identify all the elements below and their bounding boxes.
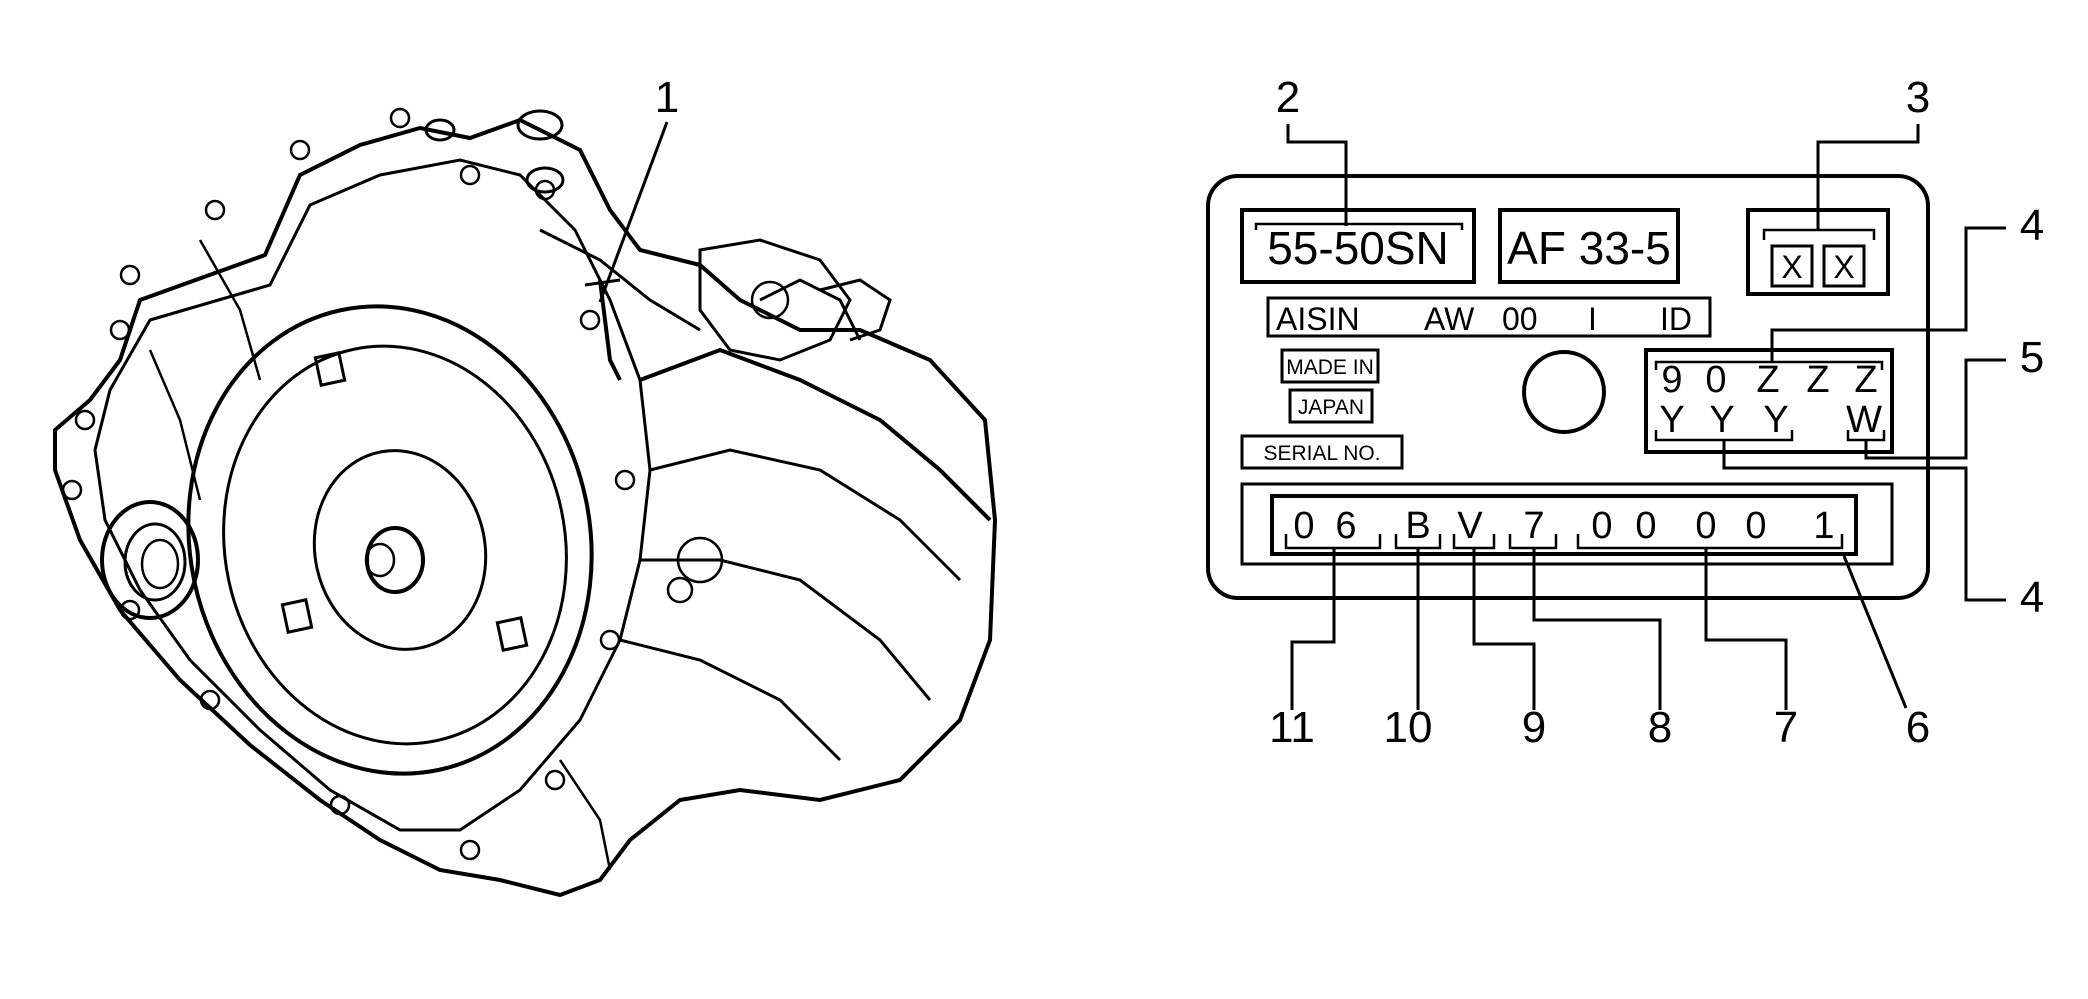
maker-line-box: [1266, 296, 1712, 338]
x2-text: X: [1833, 249, 1854, 285]
type-text: AF 33-5: [1507, 222, 1671, 274]
callout-4a-label: 4: [2020, 201, 2044, 250]
i-text: I: [1588, 301, 1597, 337]
x1-box: [1770, 244, 1814, 288]
code-box: [1644, 348, 1894, 454]
serial-inner-box: [1270, 494, 1858, 556]
callout-1-label: 1: [655, 73, 679, 122]
serial-d6: 0: [1591, 505, 1612, 547]
serial-d7: 0: [1635, 505, 1656, 547]
made-in-text: MADE IN: [1286, 356, 1374, 379]
serial-d3: B: [1405, 505, 1430, 547]
id-text: ID: [1660, 301, 1692, 337]
plate-outline: [1206, 174, 1930, 600]
code-r1-c1: 9: [1661, 359, 1682, 401]
serial-d8: 0: [1695, 505, 1716, 547]
code-r1-c5: Z: [1854, 359, 1877, 401]
callout-8-label: 8: [1648, 703, 1672, 752]
serial-d10: 1: [1813, 505, 1834, 547]
model-box: [1240, 208, 1476, 284]
transmission-illustration: [53, 107, 998, 898]
serial-label-box: [1240, 434, 1404, 470]
serial-d5: 7: [1523, 505, 1544, 547]
oo-text: 00: [1502, 301, 1538, 337]
serial-d9: 0: [1745, 505, 1766, 547]
code-r1-c2: 0: [1705, 359, 1726, 401]
callout-1: 1: [598, 73, 679, 303]
serial-label-text: SERIAL NO.: [1263, 442, 1380, 465]
code-r1-c3: Z: [1756, 359, 1779, 401]
code-r1-c4: Z: [1806, 359, 1829, 401]
serial-d2: 6: [1335, 505, 1356, 547]
serial-outer-box: [1240, 482, 1894, 566]
callout-7-label: 7: [1774, 703, 1798, 752]
japan-box: [1288, 388, 1374, 424]
code-r2-c1: Y: [1659, 399, 1684, 441]
callout-3-label: 3: [1906, 73, 1930, 122]
code-r2-c2: Y: [1709, 399, 1734, 441]
flange-bolt-holes: [61, 107, 636, 861]
plate-emblem: [1522, 350, 1606, 434]
model-text: 55-50SN: [1267, 222, 1449, 274]
callout-5-label: 5: [2020, 333, 2044, 382]
x1-text: X: [1781, 249, 1802, 285]
code-r2-c3: Y: [1763, 399, 1788, 441]
x2-box: [1822, 244, 1866, 288]
aw-text: AW: [1424, 301, 1475, 337]
callout-4b-label: 4: [2020, 573, 2044, 622]
serial-d4: V: [1457, 505, 1483, 547]
japan-text: JAPAN: [1298, 396, 1364, 419]
type-box: [1498, 208, 1680, 284]
made-in-box: [1280, 348, 1380, 384]
callout-6-label: 6: [1906, 703, 1930, 752]
serial-d1: 0: [1293, 505, 1314, 547]
maker-text: AISIN: [1276, 301, 1360, 337]
callout-2-label: 2: [1276, 73, 1300, 122]
callout-11-label: 11: [1269, 703, 1315, 752]
id-plate: 55-50SN AF 33-5 X X AISIN AW 00 I ID MAD…: [1206, 174, 1930, 600]
plate-callouts: 2 3 4 5 4 6 7 8 9 10 11: [1269, 73, 2044, 752]
code-r2-c4: W: [1846, 399, 1882, 441]
callout-9-label: 9: [1522, 703, 1546, 752]
callout-10-label: 10: [1384, 703, 1433, 752]
